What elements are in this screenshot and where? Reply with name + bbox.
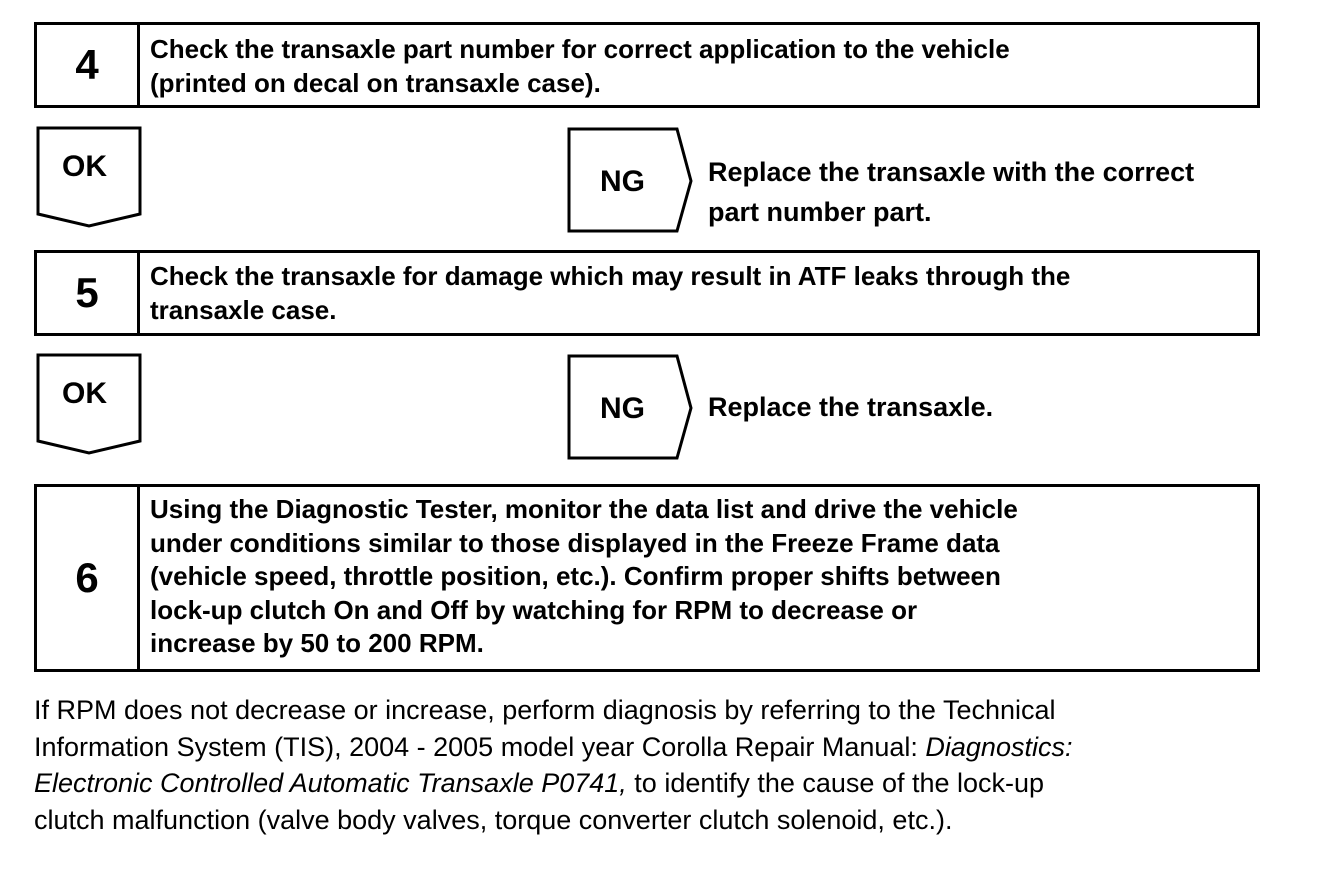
ng-arrow: NG <box>567 354 695 462</box>
ng-action-line: part number part. <box>708 197 932 227</box>
ng-action: Replace the transaxle with the correct p… <box>708 152 1194 232</box>
step-instruction: Check the transaxle part number for corr… <box>140 25 1020 105</box>
manual-section-title: Diagnostics: <box>925 731 1073 762</box>
ok-arrow: OK <box>36 126 144 230</box>
note-line: clutch malfunction (valve body valves, t… <box>34 804 953 835</box>
ng-arrow: NG <box>567 127 695 235</box>
instruction-line: under conditions similar to those displa… <box>150 527 1000 558</box>
right-arrow-icon <box>567 127 693 233</box>
ok-arrow: OK <box>36 353 144 457</box>
note-paragraph: If RPM does not decrease or increase, pe… <box>34 692 1294 838</box>
step-5-box: 5 Check the transaxle for damage which m… <box>34 250 1260 336</box>
instruction-line: Check the transaxle part number for corr… <box>150 34 1010 64</box>
step-number: 4 <box>37 25 140 105</box>
step-4-box: 4 Check the transaxle part number for co… <box>34 22 1260 108</box>
ok-label: OK <box>62 150 107 183</box>
ng-action-line: Replace the transaxle with the correct <box>708 157 1195 187</box>
step-number: 6 <box>37 487 140 669</box>
instruction-line: increase by 50 to 200 RPM. <box>150 628 484 658</box>
ok-label: OK <box>62 377 107 410</box>
note-line: Electronic Controlled Automatic Transaxl… <box>34 765 1294 802</box>
down-arrow-icon <box>36 353 142 455</box>
instruction-line: Using the Diagnostic Tester, monitor the… <box>150 494 1018 524</box>
ng-action: Replace the transaxle. <box>708 387 993 427</box>
down-arrow-icon <box>36 126 142 228</box>
instruction-line: lock-up clutch On and Off by watching fo… <box>150 594 918 625</box>
instruction-line: transaxle case. <box>150 294 337 325</box>
ng-label: NG <box>600 392 645 425</box>
instruction-line: (printed on decal on transaxle case). <box>150 67 601 98</box>
instruction-line: Check the transaxle for damage which may… <box>150 261 1071 291</box>
note-line: If RPM does not decrease or increase, pe… <box>34 695 1056 725</box>
step-instruction: Check the transaxle for damage which may… <box>140 253 1080 333</box>
note-line: Information System (TIS), 2004 - 2005 mo… <box>34 729 1294 766</box>
note-text: Information System (TIS), 2004 - 2005 mo… <box>34 731 926 762</box>
step-6-box: 6 Using the Diagnostic Tester, monitor t… <box>34 484 1260 672</box>
manual-section-title: Electronic Controlled Automatic Transaxl… <box>34 768 627 798</box>
right-arrow-icon <box>567 354 693 460</box>
ng-action-line: Replace the transaxle. <box>708 392 994 422</box>
note-text: to identify the cause of the lock-up <box>626 768 1045 798</box>
step-number: 5 <box>37 253 140 333</box>
ng-label: NG <box>600 165 645 198</box>
instruction-line: (vehicle speed, throttle position, etc.)… <box>150 561 1001 591</box>
step-instruction: Using the Diagnostic Tester, monitor the… <box>140 487 1028 669</box>
